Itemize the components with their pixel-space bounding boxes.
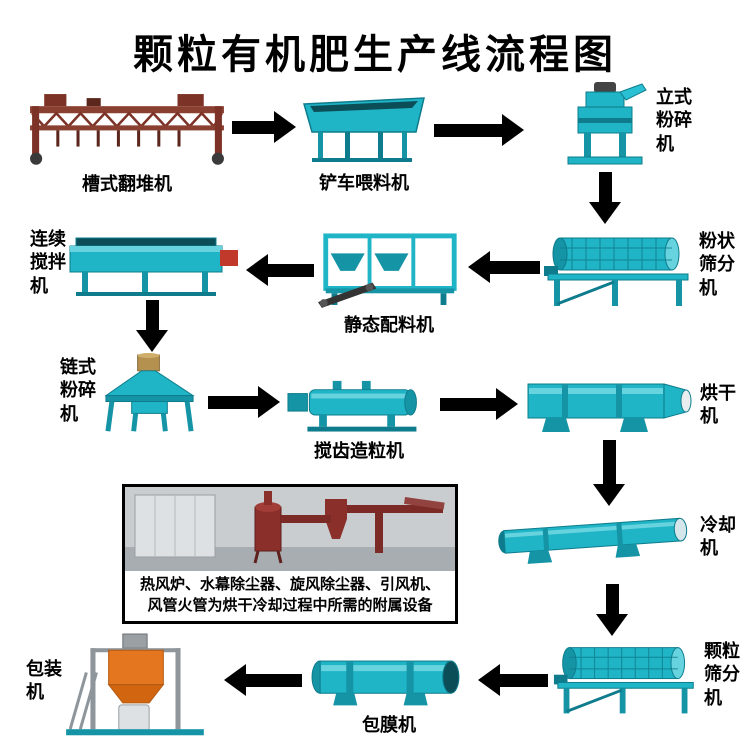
arrow-head-down-icon [136,330,168,352]
static-batcher-label: 静态配料机 [344,314,434,335]
page-title: 颗粒有机肥生产线流程图 [133,33,617,77]
machine-granule-screener [552,636,702,715]
dryer-image [527,383,692,432]
machine-continuous-mixer [62,226,242,300]
machine-tooth-granulator: 搅齿造粒机 [286,378,432,463]
arrow-head-right-icon [502,114,524,146]
machine-trough-turner: 槽式翻堆机 [26,88,228,196]
arrow-head-left-icon [468,251,490,283]
arrow-head-right-icon [496,388,518,420]
packing-machine-image [66,633,204,736]
machine-cooler [492,503,695,568]
arrow-shaft [598,172,612,202]
cooler-image [498,517,688,564]
arrow-mixer-to-chain-crusher [136,300,168,352]
arrow-shaft [605,584,619,614]
arrow-cooler-to-granule-screener [596,584,628,636]
machine-loader-feeder: 铲车喂料机 [300,96,428,195]
continuous-mixer-image [69,237,238,296]
arrow-shaft [232,120,274,134]
machine-vertical-crusher [558,80,653,168]
arrow-shaft [145,300,159,330]
machine-coating: 包膜机 [306,650,472,737]
arrow-head-right-icon [258,386,280,418]
arrow-chain-crusher-to-granulator [208,386,280,418]
granule-screener-image [553,647,694,714]
arrow-granulator-to-dryer [440,388,518,420]
arrow-dryer-to-cooler [593,440,625,506]
trough-turner-image [30,94,224,165]
arrow-vertical-crusher-to-powder-screener [589,172,621,224]
static-batcher-image [317,233,457,308]
tooth-granulator-image [287,380,417,432]
inset-caption: 热风炉、水幕除尘器、旋风除尘器、引风机、 风管火管为烘干冷却过程中所需的附属设备 [125,571,455,621]
tooth-granulator-label: 搅齿造粒机 [314,441,404,462]
coating-machine-image [311,660,460,706]
arrow-turner-to-feeder [232,111,296,143]
arrow-head-left-icon [246,254,268,286]
arrow-shaft [268,263,314,277]
arrow-shaft [246,673,302,687]
arrow-shaft [440,397,496,411]
packing-machine-label: 包装机 [26,659,62,703]
chain-crusher-label: 链式粉碎机 [60,357,96,424]
arrow-shaft [490,260,540,274]
loader-feeder-label: 铲车喂料机 [319,173,409,193]
auxiliary-equipment-photo [125,487,455,571]
arrow-feeder-to-vertical-crusher [434,114,524,146]
auxiliary-equipment-inset: 热风炉、水幕除尘器、旋风除尘器、引风机、 风管火管为烘干冷却过程中所需的附属设备 [122,484,458,624]
arrow-shaft [602,440,616,484]
arrow-granule-screener-to-coater [478,664,548,696]
powder-screener-image [544,237,689,306]
cooler-label: 冷却机 [700,515,736,559]
powder-screener-label: 粉状筛分机 [699,231,735,298]
chain-crusher-image [104,352,195,432]
arrow-powder-screener-to-batcher [468,251,540,283]
arrow-shaft [208,395,258,409]
arrow-coater-to-packer [224,664,302,696]
arrow-shaft [434,123,502,137]
vertical-crusher-label: 立式粉碎机 [656,87,692,154]
arrow-head-down-icon [593,484,625,506]
inset-caption-line1: 热风炉、水幕除尘器、旋风除尘器、引风机、 [139,576,440,593]
machine-static-batcher: 静态配料机 [316,232,462,337]
loader-feeder-image [303,97,425,162]
machine-dryer [524,376,694,436]
vertical-crusher-image [567,82,647,165]
arrow-head-down-icon [596,614,628,636]
arrow-head-left-icon [478,664,500,696]
arrow-head-down-icon [589,202,621,224]
coating-machine-label: 包膜机 [362,715,416,736]
inset-caption-line2: 风管火管为烘干冷却过程中所需的附属设备 [147,597,433,614]
granule-screener-label: 颗粒筛分机 [704,641,740,708]
machine-packing [56,632,218,743]
arrow-head-right-icon [274,111,296,143]
machine-chain-crusher [98,352,202,435]
continuous-mixer-label: 连续搅拌机 [30,229,66,296]
trough-turner-label: 槽式翻堆机 [82,173,172,194]
arrow-batcher-to-mixer [246,254,314,286]
arrow-head-left-icon [224,664,246,696]
arrow-shaft [500,673,548,687]
machine-powder-screener [542,226,697,308]
dryer-label: 烘干机 [700,383,736,427]
